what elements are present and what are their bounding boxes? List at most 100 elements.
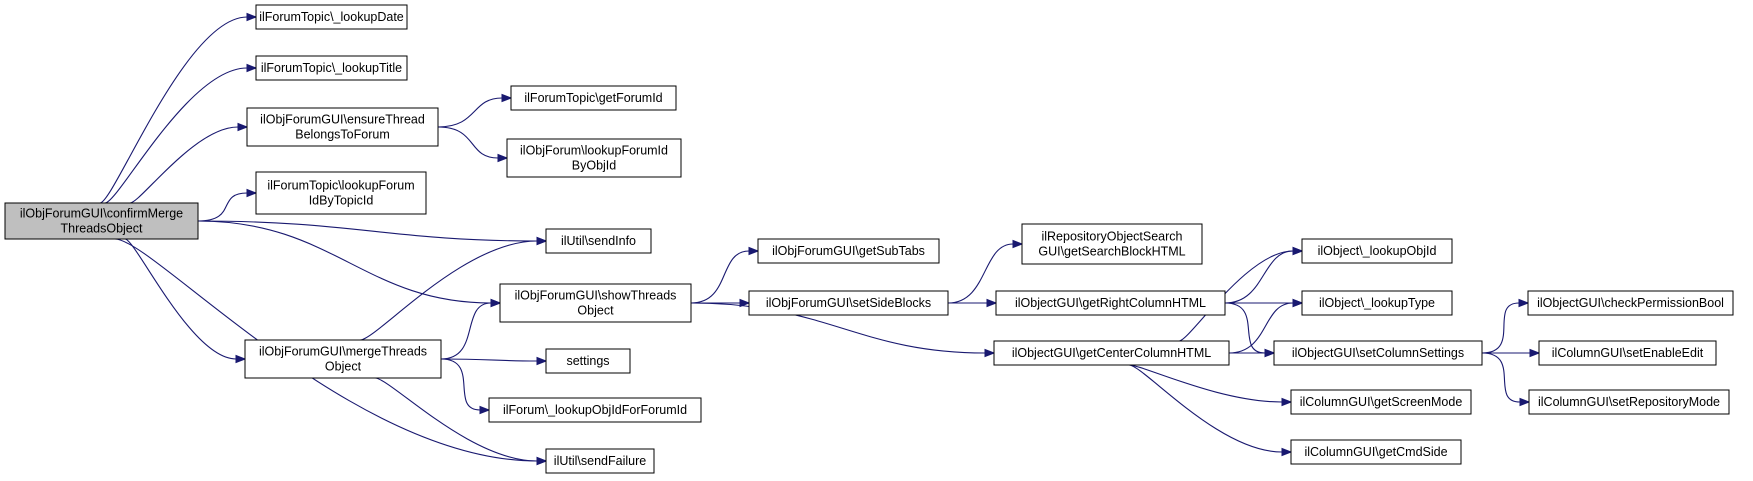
edge-confirm-to-ensure [129,122,249,204]
node-setRepoMode[interactable]: ilColumnGUI\setRepositoryMode [1528,389,1730,415]
arrowhead-icon [1529,348,1541,358]
node-sendInfo[interactable]: ilUtil\sendInfo [545,228,652,254]
node-getSubTabs[interactable]: ilObjForumGUI\getSubTabs [757,238,940,264]
edge-centerCol-to-setColSettings [1229,348,1276,358]
edge-line [690,302,986,354]
node-label: ilForumTopic\_lookupTitle [261,61,402,75]
node-box [255,55,408,81]
node-rightCol[interactable]: ilObjectGUI\getRightColumnHTML [995,290,1226,316]
edge-merge-to-lookupObjIdForForum [440,358,491,415]
node-label: ilObjectGUI\getCenterColumnHTML [1012,346,1211,360]
node-lookupObjIdForForum[interactable]: ilForum\_lookupObjIdForForumId [488,397,702,423]
node-setColSettings[interactable]: ilObjectGUI\setColumnSettings [1273,340,1483,366]
edge-confirm-to-sendInfo [197,220,548,246]
node-lookupTitle[interactable]: ilForumTopic\_lookupTitle [255,55,408,81]
node-label: ilObject\_lookupObjId [1318,244,1437,258]
node-label: ilForumTopic\_lookupDate [259,10,404,24]
edge-setSideBlocks-to-rightCol [948,298,998,308]
edge-line [437,97,503,128]
edge-showThreads-to-centerCol [690,302,996,358]
arrowhead-icon [479,405,491,415]
edge-line [104,67,248,204]
node-label: ilForumTopic\lookupForum [267,179,414,193]
node-label: ilObjectGUI\checkPermissionBool [1537,296,1724,310]
node-box [1273,340,1483,366]
edge-centerCol-to-screenMode [1128,364,1293,407]
node-label: ilRepositoryObjectSearch [1041,230,1182,244]
node-label: ilObjForumGUI\getSubTabs [772,244,925,258]
arrowhead-icon [246,188,258,198]
node-label: ilColumnGUI\getCmdSide [1304,445,1447,459]
edge-rightCol-to-setColSettings [1224,302,1276,358]
edge-ensure-to-getForumId [437,93,513,128]
edge-line [124,238,237,360]
node-label: IdByTopicId [309,194,374,208]
node-label: ilObjectGUI\setColumnSettings [1292,346,1464,360]
arrowhead-icon [501,93,513,103]
node-getForumId[interactable]: ilForumTopic\getForumId [510,85,677,111]
edge-setColSettings-to-setEnableEdit [1482,348,1541,358]
node-lookupDate[interactable]: ilForumTopic\_lookupDate [255,4,408,30]
node-setEnableEdit[interactable]: ilColumnGUI\setEnableEdit [1538,340,1717,366]
node-box [488,397,702,423]
edge-line [359,240,538,341]
node-box [255,4,408,30]
edge-rightCol-to-lookupObjId [1224,246,1304,304]
node-box [4,202,199,240]
node-centerCol[interactable]: ilObjectGUI\getCenterColumnHTML [993,340,1230,366]
node-lookupObjId[interactable]: ilObject\_lookupObjId [1301,238,1453,264]
edge-line [947,243,1014,304]
edge-line [440,358,538,362]
node-label: ilObjForumGUI\ensureThread [260,113,425,127]
node-checkPerm[interactable]: ilObjectGUI\checkPermissionBool [1527,290,1734,316]
arrowhead-icon [1519,397,1531,407]
edge-merge-to-sendFailure [374,377,548,466]
node-repoSearch[interactable]: ilRepositoryObjectSearchGUI\getSearchBlo… [1021,223,1203,265]
edge-line [99,16,248,204]
node-lookupType[interactable]: ilObject\_lookupType [1301,290,1453,316]
edge-setSideBlocks-to-repoSearch [947,239,1024,304]
node-box [499,283,692,323]
node-label: ilObjForum\lookupForumId [520,144,668,158]
edge-setColSettings-to-setRepoMode [1481,352,1531,407]
arrowhead-icon [739,298,751,308]
node-label: GUI\getSearchBlockHTML [1038,245,1185,259]
node-box [255,171,427,215]
node-box [545,228,652,254]
node-label: ilObject\_lookupType [1319,296,1435,310]
edge-line [437,126,499,159]
node-label: ThreadsObject [61,222,144,236]
edge-confirm-to-lookupTitle [104,63,258,204]
edge-line [1128,364,1283,453]
node-setSideBlocks[interactable]: ilObjForumGUI\setSideBlocks [748,290,949,316]
node-screenMode[interactable]: ilColumnGUI\getScreenMode [1290,389,1472,415]
node-cmdSide[interactable]: ilColumnGUI\getCmdSide [1290,439,1462,465]
node-label: ilUtil\sendInfo [561,234,636,248]
edge-confirm-to-merge [124,238,247,364]
arrowhead-icon [237,122,249,132]
node-settings[interactable]: settings [545,348,631,374]
arrowhead-icon [1264,348,1276,358]
edge-confirm-to-lookupDate [99,12,258,204]
arrowhead-icon [1281,397,1293,407]
node-label: settings [566,354,609,368]
arrowhead-icon [1292,246,1304,256]
edge-line [440,358,481,411]
node-sendFailure[interactable]: ilUtil\sendFailure [545,448,655,474]
edge-merge-to-settings [440,356,548,366]
node-box [506,138,682,178]
edge-line [1128,364,1283,403]
node-box [1301,238,1453,264]
arrowhead-icon [1281,447,1293,457]
edge-line [690,250,750,304]
arrowhead-icon [1292,298,1304,308]
edge-line [1481,302,1520,354]
